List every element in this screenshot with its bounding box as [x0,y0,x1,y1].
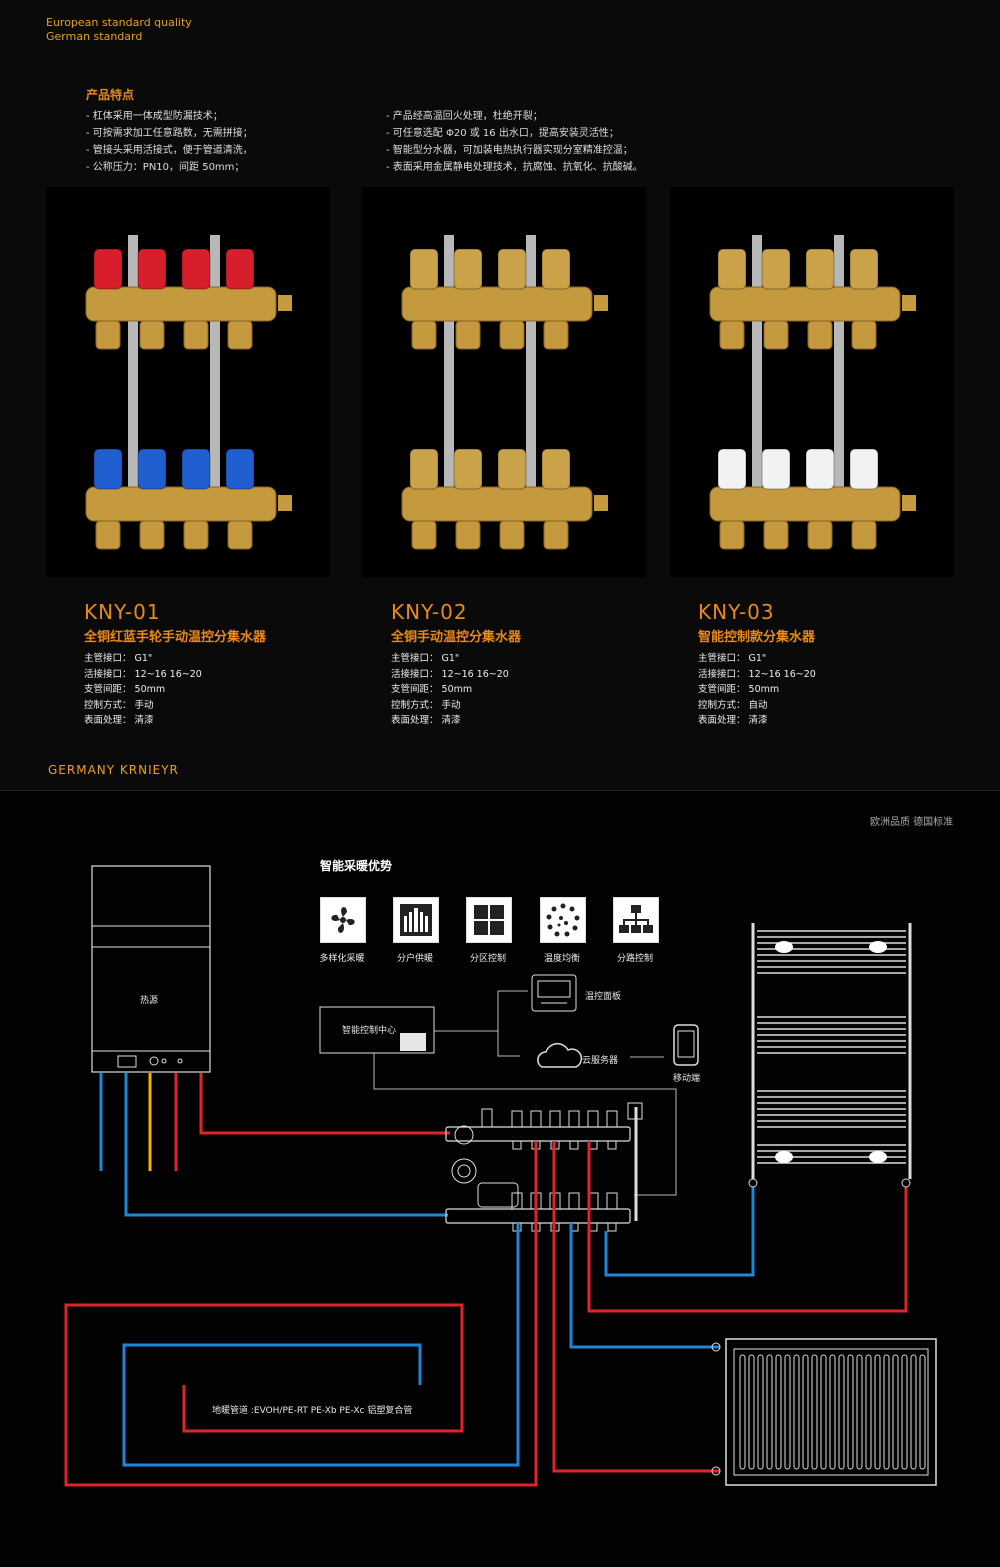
spec-row: 支管间距： 50mm [391,684,473,695]
manifold-image [401,235,608,550]
building-icon [393,897,439,943]
advantage-label: 温度均衡 [543,954,580,964]
product-info-kny-01: KNY-01 全铜红蓝手轮手动温控分集水器 主管接口： G1" 活接接口： 12… [84,600,266,729]
feature-item: - 可任意选配 Φ20 或 16 出水口，提高安装灵活性； [386,128,619,139]
spec-row: 活接接口： 12~16 16~20 [698,668,816,680]
spec-row: 控制方式： 手动 [391,699,461,711]
features-right: - 产品经高温回火处理，杜绝开裂； - 可任意选配 Φ20 或 16 出水口，提… [386,108,643,176]
manifold-assembly [445,1102,643,1224]
spec-row: 活接接口： 12~16 16~20 [84,668,202,680]
spec-row: 控制方式： 手动 [84,699,154,711]
product-info-kny-03: KNY-03 智能控制款分集水器 主管接口： G1" 活接接口： 12~16 1… [698,600,816,729]
thermostat-label: 温控面板 [585,992,622,1002]
product-photo-kny-03 [670,187,954,577]
tagline-1: European standard quality [46,16,192,29]
spec-row: 主管接口： G1" [698,653,767,664]
spec-row: 表面处理： 清漆 [84,715,154,726]
product-photo-kny-01 [46,187,330,577]
features-left: - 杠体采用一体成型防漏技术； - 可按需求加工任意路数，无需拼接； - 管接头… [86,108,253,176]
grid-icon [466,897,512,943]
mobile-label: 移动端 [673,1074,701,1084]
product-model: KNY-03 [698,600,775,624]
heating-system-diagram [64,865,937,1487]
feature-item: - 可按需求加工任意路数，无需拼接； [86,128,253,139]
tagline-2: German standard [46,30,143,43]
manifold-valves [511,1110,618,1232]
floor-pipe-label: 地暖管道 :EVOH/PE-RT PE-Xb PE-Xc 铝塑复合管 [212,1406,413,1416]
cloud-server-label: 云服务器 [582,1056,619,1066]
panel-radiator-fins [739,1354,926,1470]
product-section: European standard quality German standar… [46,16,954,777]
product-name: 全铜手动温控分集水器 [391,630,522,645]
spec-row: 主管接口： G1" [391,653,460,664]
spec-row: 支管间距： 50mm [698,684,780,695]
advantages-title: 智能采暖优势 [320,859,393,873]
feature-item: - 产品经高温回火处理，杜绝开裂； [386,111,543,122]
control-center-label: 智能控制中心 [342,1026,397,1036]
spec-row: 表面处理： 清漆 [698,715,768,726]
spec-row: 表面处理： 清漆 [391,715,461,726]
corner-slogan: 欧洲品质 德国标准 [870,817,954,828]
feature-item: - 杠体采用一体成型防漏技术； [86,111,223,122]
tree-icon [613,897,659,943]
spec-row: 活接接口： 12~16 16~20 [391,668,509,680]
towel-radiator-bars [757,930,906,1164]
system-diagram-section: 欧洲品质 德国标准 智能采暖优势 多样化采暖 分户供暖 分区控制 温度均衡 分路… [0,790,1000,1567]
product-model: KNY-02 [391,600,468,624]
advantage-label: 分区控制 [469,954,506,964]
product-photo-kny-02 [362,187,646,577]
manifold-image [85,235,292,550]
fan-icon [320,897,366,943]
heat-source-label: 热源 [140,996,159,1006]
boiler [91,865,211,1073]
spec-row: 控制方式： 自动 [698,699,768,711]
product-name: 全铜红蓝手轮手动温控分集水器 [84,630,267,645]
spec-row: 支管间距： 50mm [84,684,166,695]
manifold-image [709,235,916,550]
advantage-label: 分路控制 [616,954,653,964]
feature-item: - 公称压力：PN10，间距 50mm； [86,162,245,173]
advantage-label: 分户供暖 [396,954,433,964]
brand-name: GERMANY KRNIEYR [48,763,179,777]
towel-radiator [748,923,912,1188]
panel-radiator [711,1338,937,1486]
product-model: KNY-01 [84,600,161,624]
feature-item: - 表面采用金属静电处理技术，抗腐蚀、抗氧化、抗酸碱。 [386,162,643,173]
features-title: 产品特点 [86,88,135,102]
feature-item: - 管接头采用活接式，便于管道清洗， [86,145,253,156]
dots-icon [540,897,586,943]
advantage-label: 多样化采暖 [319,954,365,964]
spec-row: 主管接口： G1" [84,653,153,664]
product-name: 智能控制款分集水器 [698,630,816,645]
feature-item: - 智能型分水器，可加装电热执行器实现分室精准控温； [386,145,633,156]
product-info-kny-02: KNY-02 全铜手动温控分集水器 主管接口： G1" 活接接口： 12~16 … [391,600,521,729]
